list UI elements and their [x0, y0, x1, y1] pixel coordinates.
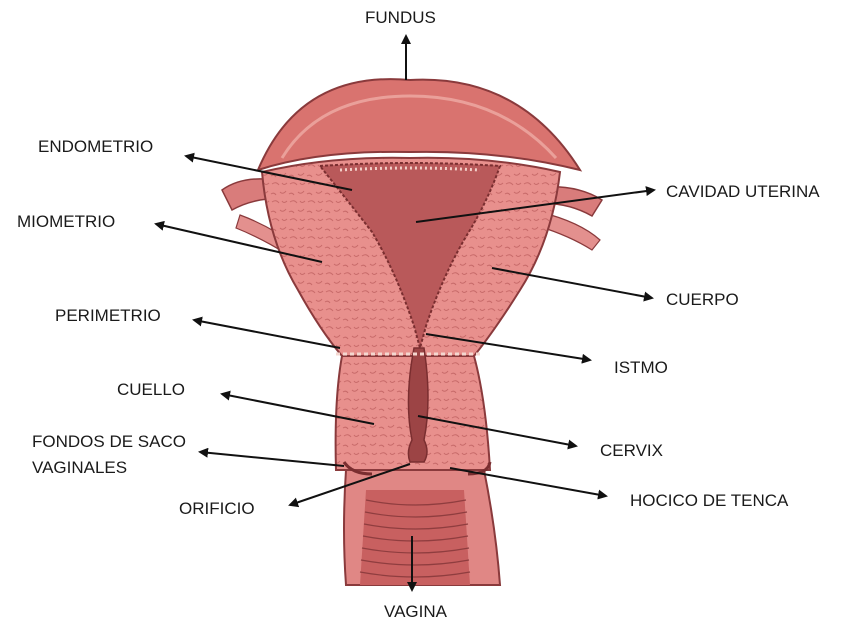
label-perimetrio: PERIMETRIO	[55, 305, 161, 327]
label-fondos-line2: VAGINALES	[32, 457, 127, 479]
label-vagina: VAGINA	[384, 601, 447, 622]
label-miometrio: MIOMETRIO	[17, 211, 115, 233]
label-hocico-de-tenca: HOCICO DE TENCA	[630, 490, 788, 512]
label-cuello: CUELLO	[117, 379, 185, 401]
label-orificio: ORIFICIO	[179, 498, 255, 520]
label-fundus: FUNDUS	[365, 7, 436, 29]
label-cuerpo: CUERPO	[666, 289, 739, 311]
label-istmo: ISTMO	[614, 357, 668, 379]
fundus-dome	[258, 79, 580, 170]
cervical-canal	[408, 348, 428, 462]
arrow-fondos	[200, 452, 344, 466]
label-fondos-line1: FONDOS DE SACO	[32, 431, 186, 453]
label-cervix: CERVIX	[600, 440, 663, 462]
label-cavidad-uterina: CAVIDAD UTERINA	[666, 181, 820, 203]
label-endometrio: ENDOMETRIO	[38, 136, 153, 158]
